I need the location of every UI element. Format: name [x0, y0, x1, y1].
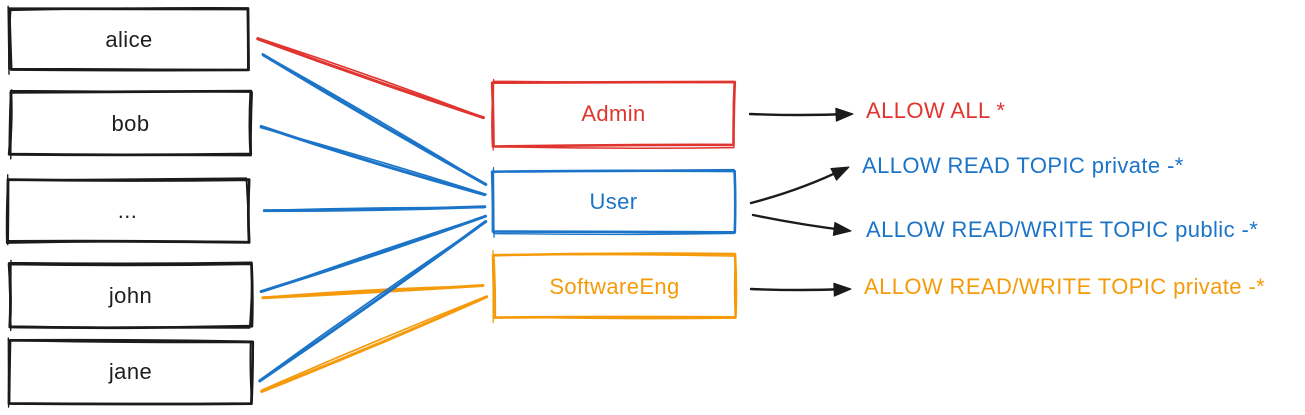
rbac-acl-diagram: alice bob ... john jane Admin User Softw…: [5, 5, 1265, 408]
diagram-shapes-layer: [5, 5, 854, 408]
